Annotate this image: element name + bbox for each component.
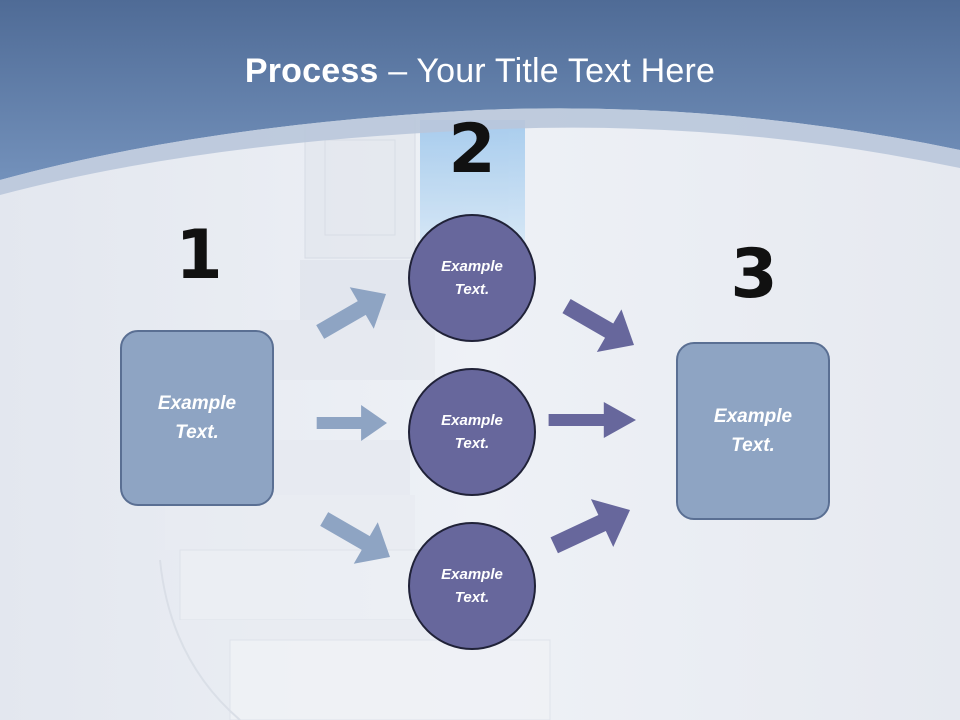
step-number-2: 2 xyxy=(448,110,496,189)
left-box: Example Text. xyxy=(120,330,274,506)
right-box-line1: Example xyxy=(713,406,793,427)
title-bold: Process xyxy=(244,52,379,90)
left-box-line1: Example xyxy=(157,393,237,414)
slide-title: Process – Your Title Text Here xyxy=(0,52,960,91)
circle-bottom: Example Text. xyxy=(408,522,536,650)
right-box-line2: Text. xyxy=(731,435,775,456)
circle-top-line2: Text. xyxy=(454,281,490,298)
arrow-right-middle xyxy=(548,402,636,438)
circle-middle: Example Text. xyxy=(408,368,536,496)
arrow-left-down xyxy=(320,512,390,564)
circle-middle-line2: Text. xyxy=(454,435,490,452)
circle-middle-line1: Example xyxy=(441,412,503,429)
arrow-left-middle xyxy=(316,405,387,441)
step-number-1: 1 xyxy=(175,216,223,295)
arrow-right-up xyxy=(550,499,630,554)
circle-bottom-line1: Example xyxy=(441,566,503,583)
circle-top: Example Text. xyxy=(408,214,536,342)
arrow-left-up xyxy=(316,287,386,339)
left-box-line2: Text. xyxy=(175,422,219,443)
title-rest: – Your Title Text Here xyxy=(378,52,716,90)
right-box: Example Text. xyxy=(676,342,830,520)
circle-bottom-line2: Text. xyxy=(454,589,490,606)
circle-top-line1: Example xyxy=(441,258,503,275)
arrow-right-down xyxy=(562,298,634,352)
step-number-3: 3 xyxy=(730,235,778,314)
